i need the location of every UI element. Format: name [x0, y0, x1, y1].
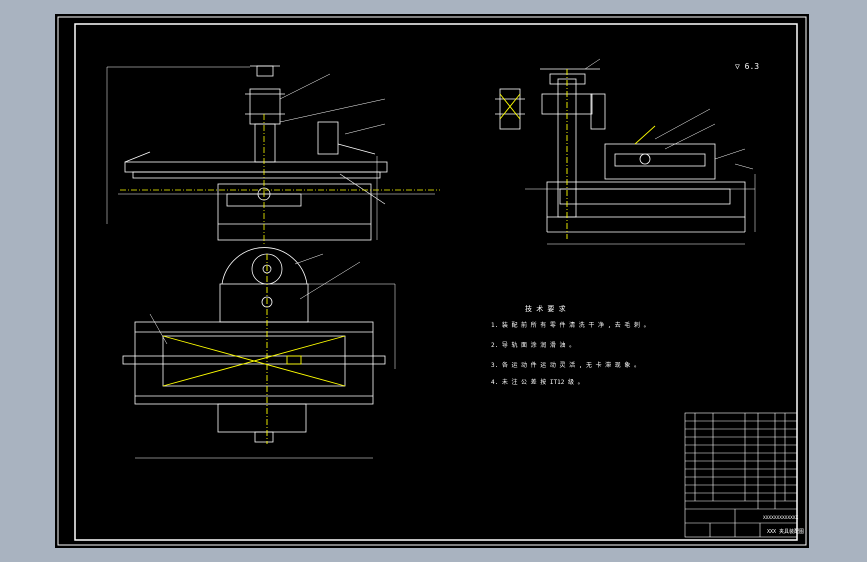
side-view	[495, 58, 756, 245]
note-4: 4. 未 注 公 差 按 IT12 级 。	[491, 378, 584, 386]
surface-finish-mark: ▽ 6.3	[735, 62, 759, 71]
title-block-caption: XXX 夹具装配图	[767, 528, 804, 535]
side-view-highlights	[499, 69, 656, 239]
cad-viewport[interactable]: ▽ 6.3 技 术 要 求 1. 装 配 前 所 有 零 件 清 洗 干 净 ,…	[55, 14, 809, 548]
note-3: 3. 各 运 动 件 运 动 灵 活 , 无 卡 滞 现 象 。	[491, 361, 640, 369]
drawing-sheet: ▽ 6.3 技 术 要 求 1. 装 配 前 所 有 零 件 清 洗 干 净 ,…	[57, 16, 807, 546]
outer-border	[57, 16, 807, 546]
front-view-centerlines	[120, 114, 440, 244]
note-1: 1. 装 配 前 所 有 零 件 清 洗 干 净 , 去 毛 刺 。	[491, 321, 650, 329]
note-2: 2. 导 轨 面 涂 润 滑 油 。	[491, 341, 575, 349]
technical-notes: 技 术 要 求 1. 装 配 前 所 有 零 件 清 洗 干 净 , 去 毛 刺…	[491, 304, 650, 386]
notes-title: 技 术 要 求	[525, 304, 566, 313]
plan-view-highlights	[162, 254, 346, 444]
front-view	[106, 65, 435, 241]
title-block-sub: XXXXXXXXXXXXX	[763, 515, 799, 521]
plan-view	[122, 247, 396, 459]
parts-list	[684, 412, 798, 538]
inner-border	[74, 23, 798, 541]
